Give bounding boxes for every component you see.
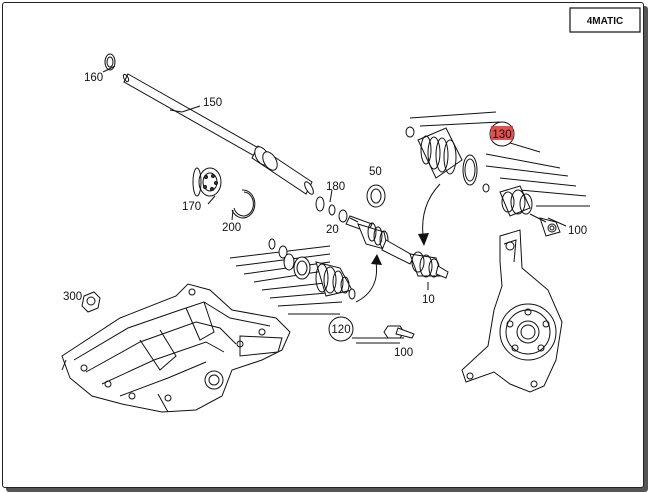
callout-300: 300	[63, 291, 82, 303]
intermediate-shaft	[122, 73, 314, 195]
axle-housing	[61, 283, 291, 413]
callout-100-lower: 100	[394, 347, 413, 359]
steering-knuckle	[461, 229, 563, 393]
badge-label: 4MATIC	[587, 16, 623, 27]
assembly-arrow-left	[355, 261, 378, 303]
callout-160: 160	[84, 72, 103, 84]
callout-180: 180	[326, 181, 345, 193]
ring-180b	[328, 204, 336, 216]
nut-300	[81, 291, 101, 313]
snap-ring-200	[231, 189, 256, 219]
callout-130-highlighted: 130	[489, 121, 515, 147]
callout-20: 20	[326, 224, 339, 236]
ring-50	[366, 184, 386, 208]
callout-10: 10	[422, 294, 435, 306]
bearing-170	[192, 167, 222, 205]
snap-ring-160	[104, 53, 116, 71]
inner-boot-kit	[229, 238, 356, 315]
callout-150: 150	[203, 97, 222, 109]
assembly-arrow-right	[422, 183, 441, 237]
outer-boot-kit	[405, 111, 590, 237]
drive-shaft	[345, 215, 449, 290]
svg-text:120: 120	[331, 324, 350, 336]
callout-leaders	[169, 105, 359, 223]
bolt-100-lower	[352, 325, 415, 344]
ring-20	[338, 209, 348, 223]
callout-50: 50	[369, 166, 382, 178]
callout-200: 200	[222, 222, 241, 234]
svg-text:130: 130	[492, 129, 511, 141]
ring-180a	[315, 196, 325, 212]
callout-120: 120	[328, 316, 354, 342]
callout-170: 170	[182, 201, 201, 213]
4matic-badge: 4MATIC	[569, 7, 641, 33]
callout-100-upper: 100	[568, 225, 587, 237]
diagram-frame	[2, 2, 644, 488]
